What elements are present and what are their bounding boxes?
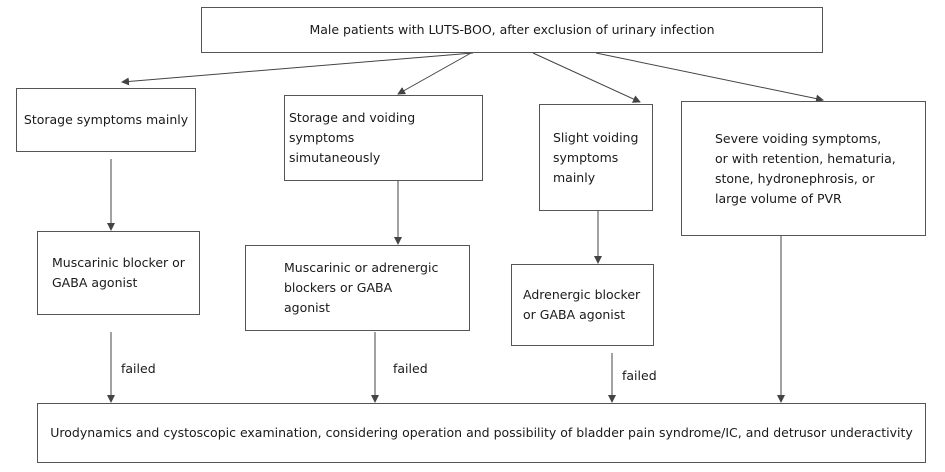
severe-box-text: Severe voiding symptoms, or with retenti… [715, 130, 896, 206]
bottom-box-text: Urodynamics and cystoscopic examination,… [50, 425, 913, 440]
storage-voiding-box: Storage and voiding symptoms simutaneous… [284, 95, 483, 181]
muscarinic-adrenergic-box-text: Muscarinic or adrenergic blockers or GAB… [284, 260, 439, 315]
adrenergic-box-text: Adrenergic blocker or GABA agonist [523, 287, 641, 322]
storage-box-text: Storage symptoms mainly [23, 112, 189, 127]
slight-voiding-box-text: Slight voiding symptoms mainly [553, 129, 639, 185]
top-box-text: Male patients with LUTS-BOO, after exclu… [309, 22, 715, 37]
bottom-box: Urodynamics and cystoscopic examination,… [37, 403, 926, 463]
severe-box: Severe voiding symptoms, or with retenti… [681, 101, 926, 236]
arrow-top-to-storage [121, 52, 474, 86]
failed-label-1: failed [121, 361, 156, 376]
arrow-top-to-storage-voiding [397, 52, 472, 95]
muscarinic-box-text: Muscarinic blocker or GABA agonist [52, 255, 185, 290]
failed-label-3: failed [622, 368, 657, 383]
storage-box: Storage symptoms mainly [16, 88, 196, 152]
slight-voiding-box: Slight voiding symptoms mainly [539, 104, 653, 211]
muscarinic-box: Muscarinic blocker or GABA agonist [37, 231, 200, 315]
top-box: Male patients with LUTS-BOO, after exclu… [201, 7, 823, 53]
muscarinic-adrenergic-box: Muscarinic or adrenergic blockers or GAB… [245, 245, 470, 331]
failed-label-2: failed [393, 361, 428, 376]
arrow-top-to-severe [595, 52, 824, 103]
storage-voiding-box-text: Storage and voiding symptoms simutaneous… [289, 110, 416, 165]
adrenergic-box: Adrenergic blocker or GABA agonist [511, 264, 654, 346]
arrow-top-to-slight-voiding [532, 52, 641, 103]
